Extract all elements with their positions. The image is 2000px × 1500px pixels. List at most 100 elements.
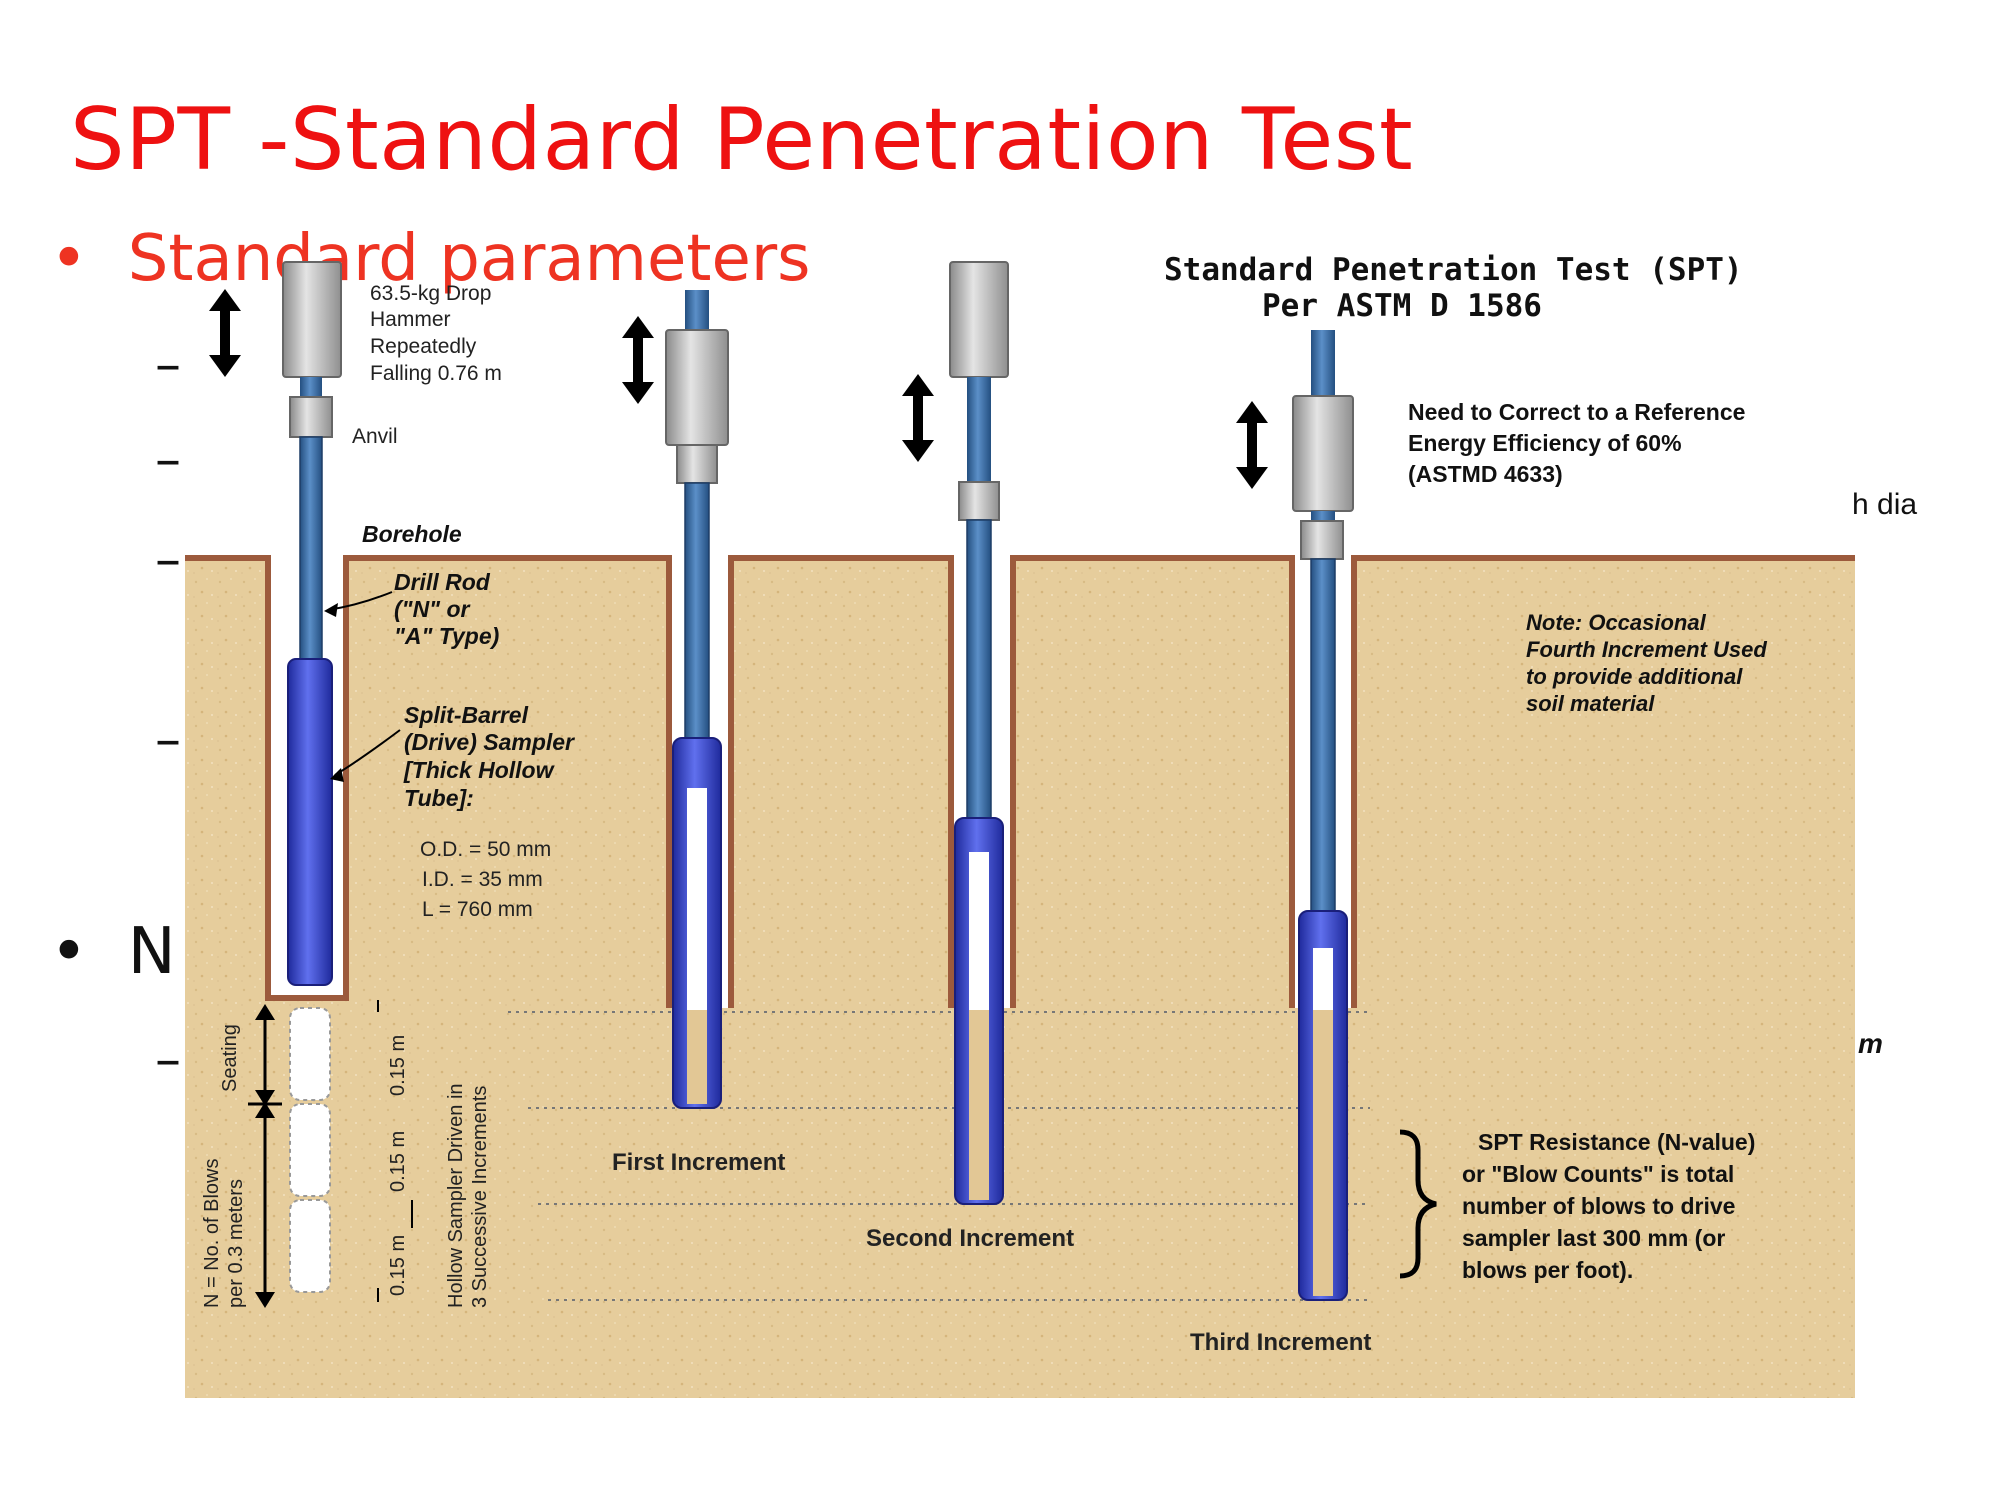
third-increment-label: Third Increment: [1190, 1329, 1371, 1356]
label-line: Energy Efficiency of 60%: [1408, 430, 1682, 456]
label-line: [Thick Hollow: [403, 757, 556, 783]
dimension-length: L = 760 mm: [422, 898, 533, 921]
double-arrow-icon: [622, 316, 654, 404]
drill-rod: [300, 377, 322, 397]
bullet-n: •N: [50, 915, 176, 989]
drill-rod: [1310, 558, 1336, 912]
borehole-label: Borehole: [362, 521, 462, 547]
anvil: [289, 396, 333, 438]
increment-labels: First Increment Second Increment Third I…: [612, 1149, 1371, 1356]
increment-size-label: 0.15 m: [387, 1035, 409, 1096]
drop-hammer: [282, 261, 342, 378]
drill-rod: [685, 290, 709, 330]
drill-rod: [684, 482, 710, 739]
diagram-title-line2: Per ASTM D 1586: [1262, 288, 1542, 324]
dimension-id: I.D. = 35 mm: [422, 868, 543, 891]
label-line: Fourth Increment Used: [1526, 637, 1767, 662]
first-increment-label: First Increment: [612, 1149, 785, 1176]
spt-resistance-note: SPT Resistance (N-value) or "Blow Counts…: [1462, 1129, 1755, 1283]
soil-increment-cell: [289, 1199, 331, 1293]
drop-hammer: [949, 261, 1009, 378]
label-line: Repeatedly: [370, 335, 477, 358]
label-line: (Drive) Sampler: [404, 729, 575, 755]
drill-rod: [1311, 330, 1335, 396]
setup-third-increment: [1292, 330, 1354, 1301]
partially-hidden-text: m: [1858, 1028, 1883, 1059]
label-line: or "Blow Counts" is total: [1462, 1161, 1734, 1187]
arrow-head-icon: [330, 768, 344, 782]
label-line: per 0.3 meters: [225, 1179, 247, 1308]
soil-increment-cell: [289, 1007, 331, 1101]
soil-core: [969, 1010, 989, 1200]
bullet-dot: •: [50, 915, 88, 989]
label-line: ("N" or: [394, 596, 471, 622]
anvil: [1300, 520, 1344, 560]
double-arrow-icon: [209, 289, 241, 377]
setup-initial: [282, 261, 342, 1293]
split-barrel-sampler: [287, 658, 333, 986]
drop-hammer: [665, 329, 729, 446]
diagram-title-line1: Standard Penetration Test (SPT): [1164, 252, 1743, 288]
brace-icon: [1399, 1129, 1437, 1279]
hammer-label: 63.5-kg Drop Hammer Repeatedly Falling 0…: [352, 282, 502, 448]
label-line: Note: Occasional: [1526, 610, 1707, 635]
label-line: "A" Type): [394, 623, 499, 649]
label-line: Hammer: [370, 308, 451, 331]
partially-hidden-text: h dia: [1852, 488, 1918, 521]
increment-size-label: 0.15 m: [387, 1235, 409, 1296]
double-arrow-icon: [1236, 401, 1268, 489]
bullet-text: Standard parameters: [127, 222, 811, 296]
anvil: [676, 444, 718, 484]
double-arrow-icon: [902, 374, 934, 462]
label-line: Falling 0.76 m: [370, 362, 502, 385]
label-line: soil material: [1526, 691, 1655, 716]
drop-hammer: [1292, 395, 1354, 512]
sub-bullet-dash: –: [155, 530, 181, 590]
slide-title: SPT -Standard Penetration Test: [70, 90, 1414, 190]
drill-rod: [299, 436, 323, 660]
label-line: Hollow Sampler Driven in: [445, 1083, 467, 1308]
rotated-labels: Seating N = No. of Blows per 0.3 meters …: [201, 1024, 491, 1308]
soil-core: [687, 1010, 707, 1104]
label-line: blows per foot).: [1462, 1257, 1633, 1283]
bullet-text: N: [127, 915, 176, 989]
sampler-dimensions: O.D. = 50 mm I.D. = 35 mm L = 760 mm: [420, 838, 551, 921]
label-line: Tube]:: [404, 785, 474, 811]
bullet-dot: •: [50, 222, 88, 296]
soil-block: [185, 558, 1855, 1398]
hammer-travel-arrows: [209, 289, 1268, 489]
setup-second-increment: [949, 261, 1009, 1205]
second-increment-label: Second Increment: [866, 1225, 1074, 1252]
label-line: Drill Rod: [394, 569, 491, 595]
increment-size-label: 0.15 m: [387, 1131, 409, 1192]
anvil: [958, 481, 1000, 521]
label-line: Need to Correct to a Reference: [1408, 399, 1745, 425]
sub-bullet-dash: –: [155, 335, 181, 395]
increment-ticks: [377, 1000, 413, 1302]
label-line: 3 Successive Increments: [469, 1086, 491, 1308]
dimension-od: O.D. = 50 mm: [420, 838, 551, 861]
label-line: number of blows to drive: [1462, 1193, 1735, 1219]
label-line: Split-Barrel: [404, 702, 529, 728]
label-line: sampler last 300 mm (or: [1462, 1225, 1725, 1251]
label-line: 63.5-kg Drop: [370, 282, 491, 305]
arrow-head-icon: [324, 603, 338, 617]
component-labels: Borehole Drill Rod ("N" or "A" Type) Spl…: [362, 521, 575, 811]
drill-rod: [1311, 511, 1335, 521]
bullet-standard-parameters: • Standard parameters: [50, 222, 810, 296]
sub-bullet-dash: –: [155, 430, 181, 490]
dimension-arrow-heads: [255, 1004, 275, 1308]
fourth-increment-note: Note: Occasional Fourth Increment Used t…: [1526, 610, 1767, 716]
sub-bullet-dash: –: [155, 710, 181, 770]
diagram-title: Standard Penetration Test (SPT) Per ASTM…: [1164, 252, 1743, 324]
seating-label: Seating: [219, 1024, 241, 1092]
correction-note: Need to Correct to a Reference Energy Ef…: [1408, 399, 1745, 487]
drill-rod: [966, 519, 992, 819]
label-line: SPT Resistance (N-value): [1478, 1129, 1755, 1155]
soil-increment-cell: [289, 1103, 331, 1197]
borehole-walls: [185, 555, 1855, 1008]
anvil-label: Anvil: [352, 425, 398, 448]
label-line: N = No. of Blows: [201, 1158, 223, 1308]
label-line: (ASTMD 4633): [1408, 461, 1563, 487]
